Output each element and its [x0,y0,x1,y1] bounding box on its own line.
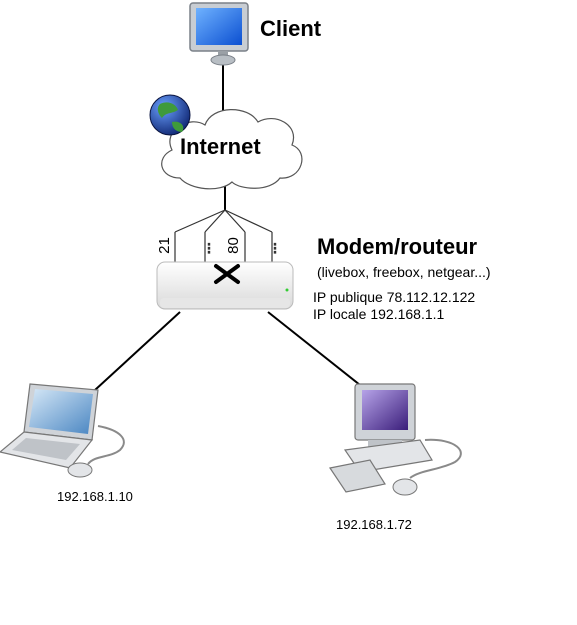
internet-cloud-icon [161,109,303,190]
laptop-icon [0,383,125,478]
svg-text:⋮: ⋮ [269,241,281,255]
connection-lines [94,64,361,391]
desktop-computer-icon [329,383,462,496]
router-desktop-link [267,311,361,386]
public-ip-label: IP publique 78.112.12.122 [313,289,476,305]
globe-icon [149,94,191,136]
router-laptop-link [94,311,181,391]
client-monitor-icon [189,2,249,66]
port-lines: ⋮ ⋮ [174,209,282,262]
desktop-ip-label: 192.168.1.72 [336,517,412,532]
router-device-icon [156,261,294,310]
client-label: Client [260,16,322,41]
router-title: Modem/routeur [317,234,478,259]
laptop-ip-label: 192.168.1.10 [57,489,133,504]
port-21-label: 21 [155,237,173,254]
local-ip-label: IP locale 192.168.1.1 [313,306,445,322]
blocked-x-icon [214,264,240,284]
router-brands-label: (livebox, freebox, netgear...) [317,264,491,280]
internet-label: Internet [180,134,261,159]
port-80-label: 80 [224,237,242,254]
svg-text:⋮: ⋮ [203,241,215,255]
